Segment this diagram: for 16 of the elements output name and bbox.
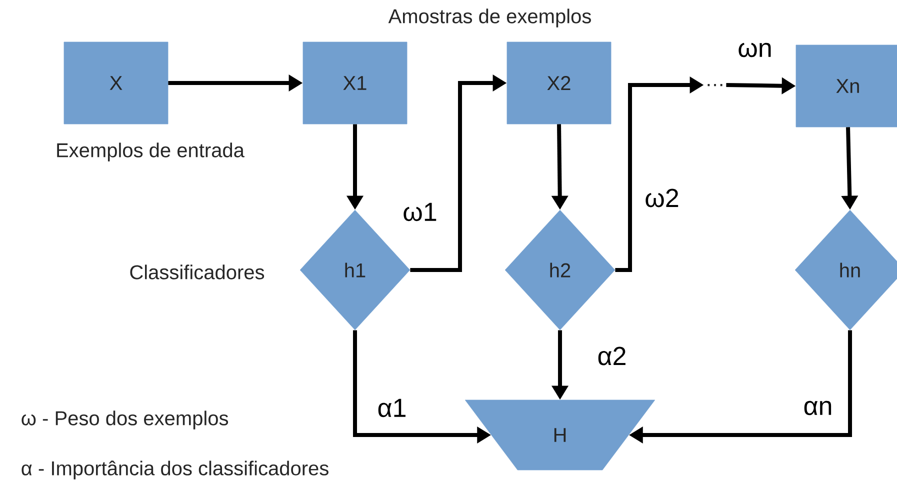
process-box: X1 bbox=[302, 42, 408, 124]
legend-note: ω - Peso dos exemplos bbox=[22, 410, 228, 430]
process-box: Xn bbox=[796, 44, 897, 128]
process-box: X bbox=[64, 42, 168, 124]
group-heading: Amostras de exemplos bbox=[388, 8, 591, 28]
row-label: Classificadores bbox=[130, 264, 264, 280]
legend-note: α - Importância dos classificadores bbox=[22, 460, 328, 480]
edge-label: α2 bbox=[598, 346, 626, 366]
edge-label: ω2 bbox=[646, 188, 678, 208]
combiner-trapezoid: H bbox=[464, 400, 656, 470]
edge-label: ωn bbox=[738, 42, 771, 58]
process-box: X2 bbox=[506, 42, 612, 124]
edge-label: αn bbox=[804, 400, 832, 416]
edge-label: α1 bbox=[378, 398, 406, 418]
ellipsis-text: … bbox=[708, 84, 722, 86]
node-caption: Exemplos de entrada bbox=[57, 142, 244, 162]
